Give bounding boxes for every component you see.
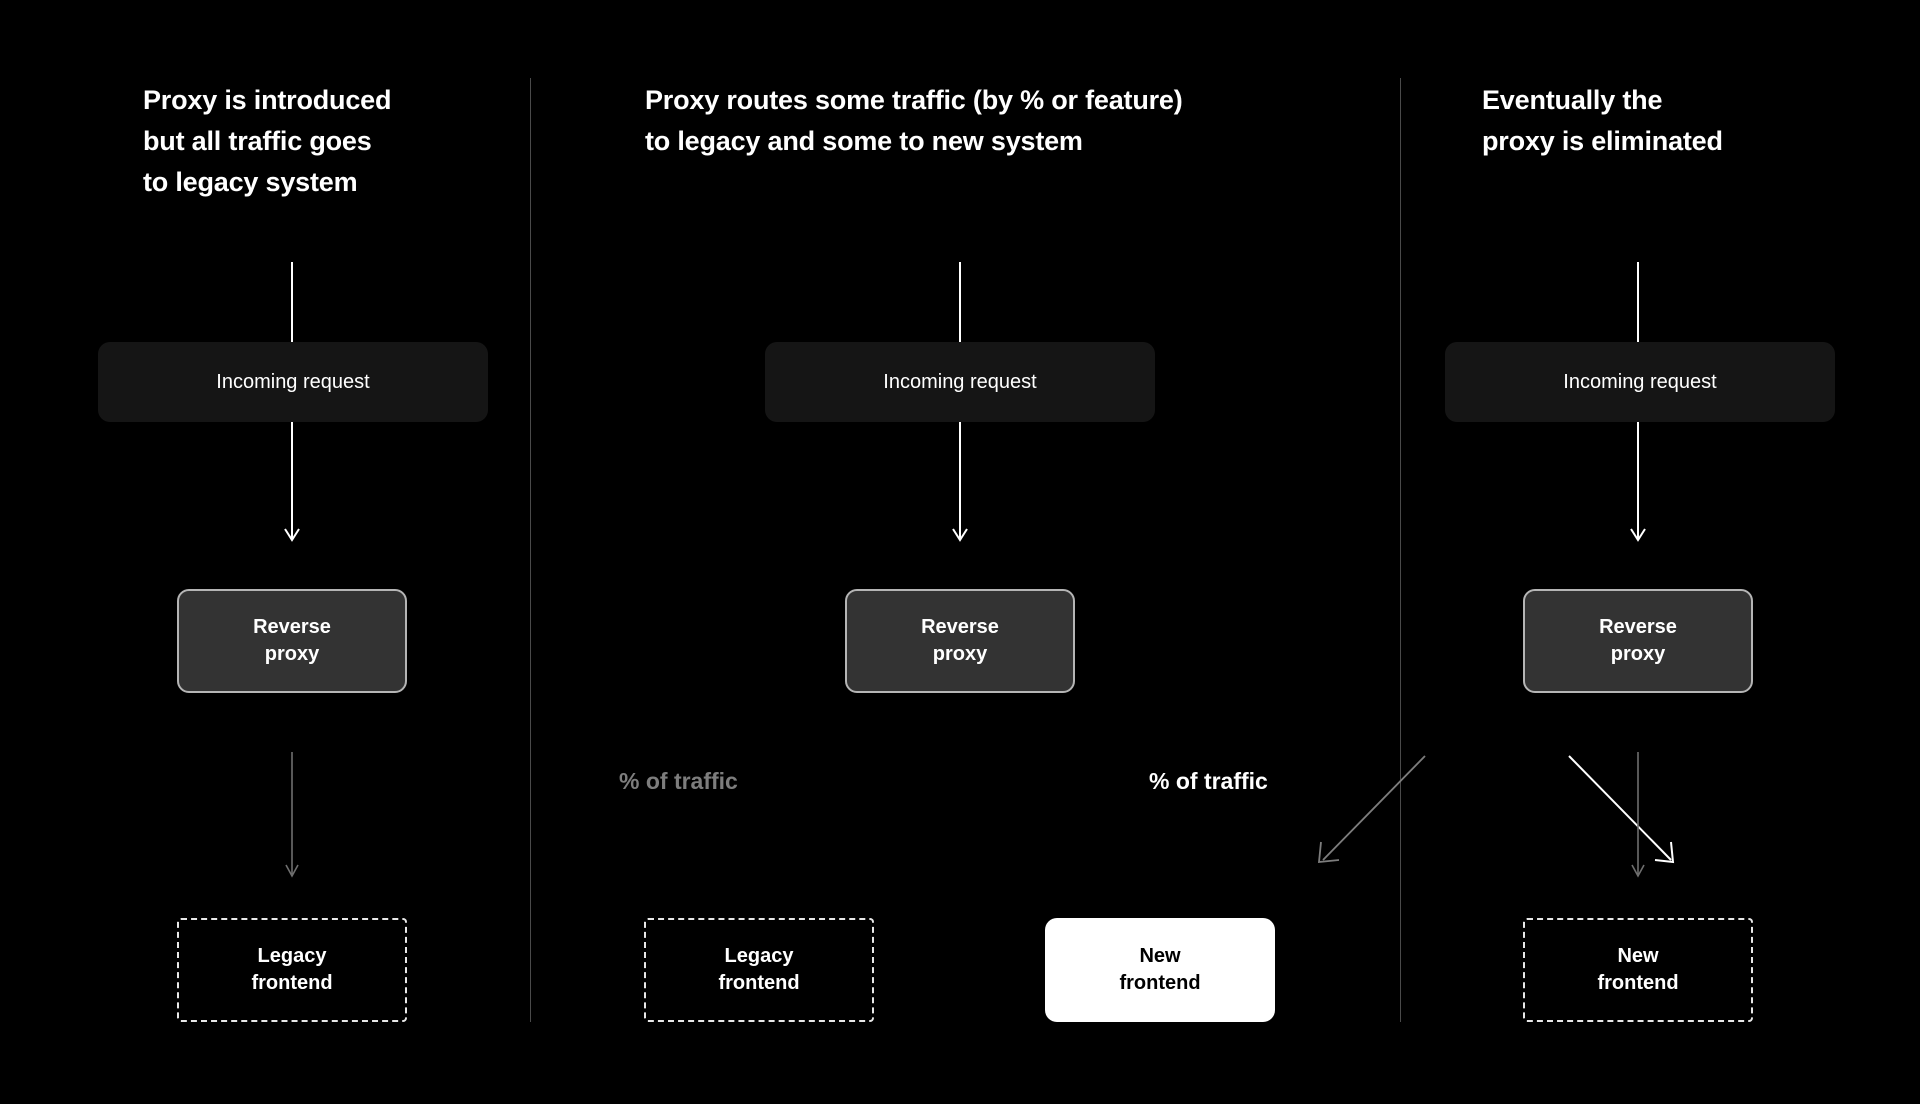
stage-2-traffic-label-right: % of traffic [1149, 768, 1268, 794]
stage-3-reverse-proxy-box: Reverse proxy [1523, 589, 1753, 693]
column-divider-1 [530, 78, 531, 1022]
stage-1-inlet-line [291, 262, 293, 342]
stage-2-reverse-proxy-box: Reverse proxy [845, 589, 1075, 693]
stage-1-heading: Proxy is introduced but all traffic goes… [143, 85, 392, 197]
stage-2-legacy-frontend-box: Legacy frontend [644, 918, 874, 1022]
stage-2-inlet-line [959, 262, 961, 342]
stage-2-heading: Proxy routes some traffic (by % or featu… [645, 85, 1183, 156]
stage-2-traffic-label-left: % of traffic [619, 768, 738, 794]
stage-3-arrow-incoming-to-proxy [1630, 422, 1646, 542]
stage-1-arrow-proxy-to-legacy [285, 752, 299, 878]
stage-2-arrow-proxy-to-new [1568, 755, 1675, 864]
stage-1-incoming-request-box: Incoming request [98, 342, 488, 422]
stage-2-column: Proxy routes some traffic (by % or featu… [531, 0, 1675, 1104]
stage-3-heading: Eventually the proxy is eliminated [1482, 85, 1723, 156]
stage-3-inlet-line [1637, 262, 1639, 342]
stage-3-arrow-proxy-to-new [1631, 752, 1645, 878]
column-divider-2 [1400, 78, 1401, 1022]
stage-2-new-frontend-box: New frontend [1045, 918, 1275, 1022]
stage-2-incoming-request-box: Incoming request [765, 342, 1155, 422]
stage-1-column: Proxy is introduced but all traffic goes… [0, 0, 530, 1104]
stage-3-new-frontend-box: New frontend [1523, 918, 1753, 1022]
stage-2-arrow-proxy-to-legacy [1317, 755, 1426, 864]
stage-3-incoming-request-box: Incoming request [1445, 342, 1835, 422]
stage-1-legacy-frontend-box: Legacy frontend [177, 918, 407, 1022]
stage-2-arrow-incoming-to-proxy [952, 422, 968, 542]
stage-1-reverse-proxy-box: Reverse proxy [177, 589, 407, 693]
stage-1-arrow-incoming-to-proxy [284, 422, 300, 542]
stage-3-column: Eventually the proxy is eliminated Incom… [1401, 0, 1920, 1104]
